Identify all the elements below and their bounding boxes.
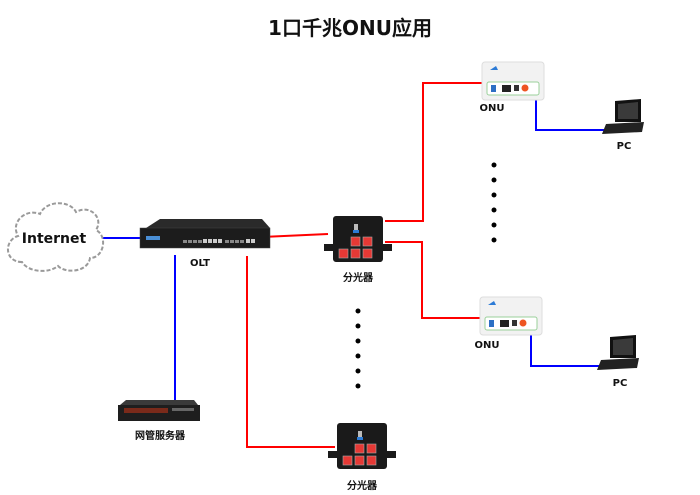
fiber-link-splitter-onu-bottom [385,241,482,319]
ellipsis-dot [491,237,497,243]
ellipsis-dot [491,162,497,168]
ellipsis-dot [491,207,497,213]
pc-top-label: PC [616,141,632,152]
splitter-bottom-label: 分光器 [347,481,377,492]
pc-top-icon [602,99,644,134]
pc-bottom-label: PC [612,378,628,389]
ethernet-link-onu-pc-top [535,100,610,131]
internet-label: Internet [21,231,87,247]
onu-top-label: ONU [479,103,505,114]
ellipsis-dots-onus [491,162,497,243]
ellipsis-dot [355,353,361,359]
ellipsis-dot [355,308,361,314]
pc-bottom-icon [597,335,639,370]
diagram-title: 1口千兆ONU应用 [268,16,432,40]
onu-bottom-label: ONU [474,340,500,351]
ellipsis-dot [491,222,497,228]
ethernet-link-onu-pc-bottom [530,334,605,367]
splitter-bottom-icon [328,423,396,469]
ellipsis-dot [491,192,497,198]
fiber-link-olt-splitter-top [261,233,329,238]
server-label: 网管服务器 [135,431,185,442]
ellipsis-dot [355,338,361,344]
fiber-link-olt-splitter-bottom [246,256,335,448]
olt-label: OLT [189,258,211,269]
ellipsis-dot [491,177,497,183]
onu-bottom-icon [479,296,543,336]
ellipsis-dot [355,383,361,389]
splitter-top-label: 分光器 [343,273,373,284]
fiber-link-splitter-onu-top [385,82,482,222]
management-server-icon [118,400,200,421]
internet-cloud-icon [7,202,105,272]
ellipsis-dot [355,323,361,329]
onu-top-icon [481,61,545,101]
ellipsis-dots-splitters [355,308,361,389]
links [94,82,610,448]
splitter-top-icon [324,216,392,262]
olt-device-icon [139,219,271,249]
ellipsis-dot [355,368,361,374]
